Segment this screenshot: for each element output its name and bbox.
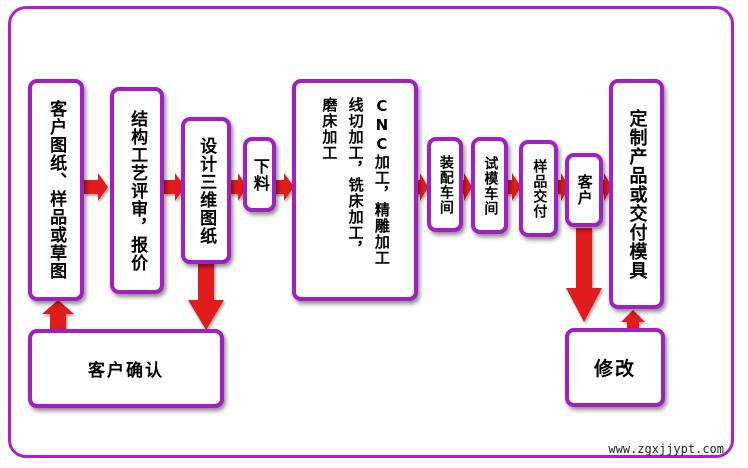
- machining-line-3: 磨床加工: [320, 97, 339, 161]
- arrow-design-to-confirm: [188, 262, 224, 330]
- arrow-9-to-10: [600, 173, 612, 201]
- step-structure-review-label: 结构工艺评审，报价: [127, 109, 148, 272]
- step-customer-drawing: 客户图纸、样品或草图: [28, 79, 84, 301]
- step-sample-delivery: 样品交付: [519, 140, 558, 237]
- arrow-4-to-5: [274, 173, 294, 201]
- arrow-5-to-6: [415, 173, 428, 201]
- step-customer-confirm: 客户确认: [28, 329, 224, 408]
- step-trial-mold-label: 试模车间: [482, 155, 499, 216]
- arrow-7-to-8: [506, 173, 521, 201]
- arrow-confirm-to-drawing: [42, 300, 74, 334]
- step-machining: CNC加工，精雕加工 线切加工，铣床加工， 磨床加工: [292, 79, 418, 301]
- step-customer-drawing-label: 客户图纸、样品或草图: [46, 100, 67, 280]
- machining-line-1: CNC加工，精雕加工: [372, 97, 391, 266]
- outer-frame: [8, 6, 734, 458]
- arrow-customer-to-modify: [566, 228, 602, 322]
- step-final: 定制产品或交付模具: [609, 79, 664, 309]
- step-modify-label: 修改: [593, 358, 636, 380]
- machining-line-2: 线切加工，铣床加工，: [346, 97, 365, 257]
- step-design-3d-label: 设计三维图纸: [196, 136, 217, 245]
- step-blanking: 下料: [243, 137, 276, 212]
- arrow-2-to-3: [164, 173, 185, 201]
- step-customer-confirm-label: 客户确认: [88, 361, 164, 381]
- step-structure-review: 结构工艺评审，报价: [110, 87, 164, 294]
- step-design-3d: 设计三维图纸: [181, 117, 231, 264]
- arrow-8-to-9: [557, 173, 569, 201]
- step-customer: 客户: [565, 153, 603, 227]
- step-sample-delivery-label: 样品交付: [531, 158, 548, 219]
- arrow-3-to-4: [230, 173, 247, 201]
- step-assembly: 装配车间: [427, 137, 463, 232]
- watermark-url: www.zgxjjypt.com: [608, 442, 724, 456]
- step-blanking-label: 下料: [250, 157, 270, 192]
- step-final-label: 定制产品或交付模具: [626, 108, 648, 280]
- step-trial-mold: 试模车间: [471, 137, 508, 234]
- arrow-6-to-7: [460, 173, 472, 201]
- step-modify: 修改: [565, 328, 665, 407]
- step-assembly-label: 装配车间: [437, 154, 454, 215]
- step-customer-label: 客户: [575, 174, 594, 206]
- arrow-1-to-2: [84, 173, 108, 201]
